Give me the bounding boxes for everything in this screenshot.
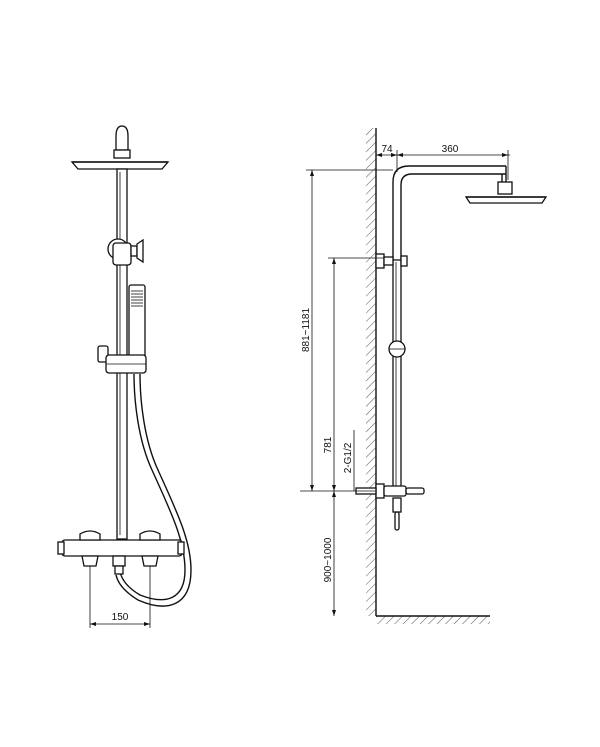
front-riser-pipe — [116, 168, 128, 540]
side-riser-pipe — [392, 259, 402, 491]
front-view: 150 — [57, 125, 192, 628]
side-showerhead — [464, 181, 548, 204]
side-view: 74 360 — [300, 128, 548, 624]
dim-74-label: 74 — [381, 144, 393, 155]
dim-900-1000-label: 900~1000 — [323, 537, 334, 582]
side-shower-arm — [392, 165, 507, 260]
wall — [366, 128, 490, 624]
side-top-dimensions: 74 360 — [376, 144, 510, 180]
front-hose — [115, 373, 192, 607]
thread-label: 2-G1/2 — [343, 442, 354, 473]
dim-360-label: 360 — [442, 144, 459, 155]
dim-150-label: 150 — [112, 612, 129, 623]
front-slide-holder — [97, 345, 147, 374]
side-vertical-dimensions: 881~1181 781 2-G1/2 900~1000 — [300, 169, 393, 616]
dim-881-1181-label: 881~1181 — [301, 308, 312, 352]
front-dimension-width: 150 — [89, 566, 151, 628]
dim-781-label: 781 — [323, 436, 334, 453]
side-slide-holder — [388, 340, 406, 358]
front-showerhead — [70, 125, 170, 170]
front-thermostatic-mixer — [57, 530, 185, 575]
front-upper-clamp — [107, 238, 144, 266]
side-upper-bracket — [375, 253, 408, 269]
